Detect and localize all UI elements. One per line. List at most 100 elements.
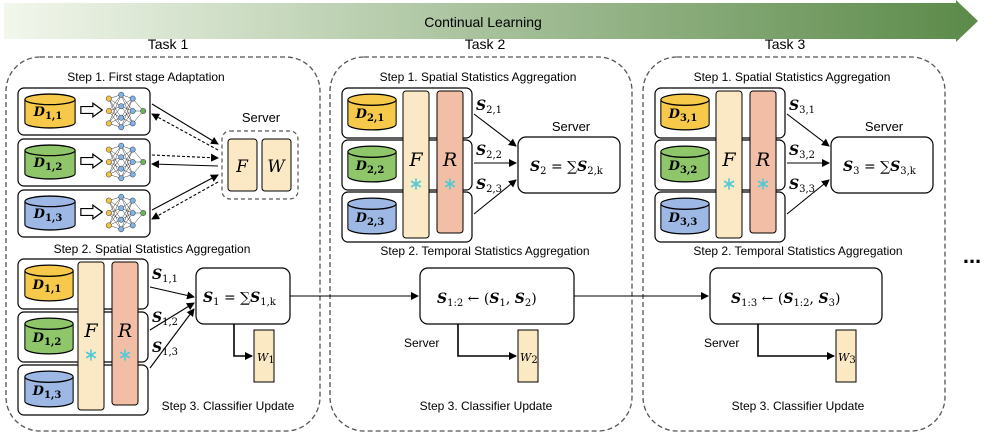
task-3-panel: Task 3 Step 1. Spatial Statistics Aggreg…: [642, 36, 946, 432]
task-2-spatial-box: [517, 136, 621, 194]
svg-text:D3,1: D3,1: [668, 107, 698, 124]
svg-text:D1,3: D1,3: [33, 207, 63, 224]
task-2-clients: D2,1 D2,2 D2,3 F R: [341, 87, 473, 243]
task-1-client-1: D1,1: [17, 87, 151, 136]
task-3-server-label: Server: [865, 119, 904, 134]
task-1-border: [5, 56, 321, 432]
dataset-label: 1,2: [45, 162, 62, 173]
continuation-dots: ...: [963, 243, 981, 268]
task-1-clients-step-2: D1,1 D1,2 D1,3 F R: [17, 258, 149, 416]
svg-text:D2,3: D2,3: [355, 211, 385, 228]
task-3-spatial-box: [830, 136, 934, 194]
stat-label: S1,1: [152, 267, 178, 285]
banner-label: Continual Learning: [424, 14, 542, 30]
extractor-f-label: F: [721, 149, 736, 171]
task-2-step-3: Step 3. Classifier Update: [420, 399, 553, 413]
svg-text:W3: W3: [838, 351, 856, 366]
task-3-clients: D3,1 D3,2 D3,3 F R: [654, 87, 786, 243]
task-3-spatial-formula: S3 = ∑S3,k: [843, 159, 917, 177]
extractor-r-label: R: [755, 149, 770, 171]
task-1-client-3: D1,3: [17, 189, 151, 238]
task-2-border: [329, 56, 633, 432]
extractor-f-label: F: [408, 149, 423, 171]
stat-label: S1,2: [152, 310, 178, 328]
svg-text:D1,2: D1,2: [32, 331, 62, 348]
task-2-classifier: [517, 329, 539, 383]
task-2-panel: Task 2 Step 1. Spatial Statistics Aggreg…: [329, 36, 633, 432]
server-module-w-label: W: [267, 157, 286, 177]
stat-label: S2,3: [476, 177, 502, 195]
task-3-step-2: Step 2. Temporal Statistics Aggregation: [693, 244, 902, 258]
stat-label: S2,2: [476, 143, 502, 161]
task-3-stat-arrows: [786, 113, 830, 215]
task-2-server-label-bottom: Server: [404, 336, 439, 350]
extractor-f: [715, 90, 743, 239]
task-1-step-3: Step 3. Classifier Update: [162, 399, 295, 413]
server-module-f-label: F: [235, 157, 249, 177]
banner-arrow-icon: [4, 0, 978, 42]
extractor-r: [436, 90, 464, 234]
dataset-label: 1,3: [45, 213, 62, 224]
dataset-label: 1,1: [44, 284, 61, 295]
extractor-r-label: R: [117, 320, 132, 342]
extractor-r: [749, 90, 777, 234]
task-3-temporal-formula: S1:3 ← (S1:2, S3): [731, 291, 840, 309]
stat-label: S3,3: [789, 177, 815, 195]
classifier-arrow: [757, 324, 835, 360]
svg-text:D1,1: D1,1: [32, 278, 62, 295]
svg-text:D1,3: D1,3: [32, 384, 62, 401]
task-3-step-1: Step 1. Spatial Statistics Aggregation: [694, 70, 891, 84]
dataset-label: 3,1: [680, 113, 697, 124]
task-2-step-1: Step 1. Spatial Statistics Aggregation: [380, 70, 577, 84]
stat-label: S3,1: [789, 98, 815, 116]
task-1-communication-arrows: [151, 103, 219, 220]
task-3-step-3: Step 3. Classifier Update: [732, 399, 865, 413]
task-1-step-2: Step 2. Spatial Statistics Aggregation: [54, 242, 251, 256]
dataset-label: 2,3: [367, 217, 384, 228]
task-1-client-2: D1,2: [17, 138, 151, 187]
extractor-r: [111, 261, 139, 406]
task-1-step-1: Step 1. First stage Adaptation: [67, 70, 224, 84]
server-module-w: [261, 138, 292, 192]
server-module-f: [227, 138, 258, 192]
extractor-f: [402, 90, 430, 239]
svg-text:W2: W2: [520, 351, 538, 366]
svg-text:D2,1: D2,1: [355, 107, 385, 124]
task-1-classifier: [253, 329, 275, 383]
task-1-formula: S1 = ∑S1,k: [203, 290, 277, 308]
task-1-title: Task 1: [148, 36, 189, 52]
dataset-label: 3,3: [680, 217, 697, 228]
task-3-server-label-bottom: Server: [704, 336, 739, 350]
task-3-classifier: [835, 329, 857, 383]
task-2-title: Task 2: [465, 36, 506, 52]
svg-text:W1: W1: [257, 351, 275, 366]
dataset-label: 1,1: [45, 111, 62, 122]
classifier-arrow: [233, 324, 253, 360]
task-1-server-label: Server: [242, 110, 281, 125]
svg-text:D2,2: D2,2: [355, 159, 385, 176]
task-3-temporal-box: [709, 267, 883, 325]
continual-learning-banner: Continual Learning: [4, 0, 978, 42]
task-1-stat-arrows: [149, 286, 195, 369]
svg-text:D1,1: D1,1: [33, 105, 63, 122]
stat-label: S3,2: [789, 143, 815, 161]
svg-text:D3,3: D3,3: [668, 211, 698, 228]
dataset-label: 3,2: [680, 165, 697, 176]
svg-text:D1,2: D1,2: [33, 156, 63, 173]
dataset-label: 2,2: [367, 165, 384, 176]
extractor-r-label: R: [442, 149, 457, 171]
svg-text:D3,2: D3,2: [668, 159, 698, 176]
dataset-label: 1,3: [44, 390, 61, 401]
stat-label: S1,3: [152, 340, 178, 358]
task-2-step-2: Step 2. Temporal Statistics Aggregation: [380, 244, 589, 258]
task-2-server-label: Server: [552, 119, 591, 134]
task-3-title: Task 3: [765, 36, 806, 52]
extractor-f: [77, 261, 105, 411]
task-2-spatial-formula: S2 = ∑S2,k: [530, 159, 604, 177]
classifier-arrow: [457, 324, 517, 360]
task-2-temporal-formula: S1:2 ← (S1, S2): [437, 291, 537, 309]
task-3-border: [642, 56, 946, 432]
task-1-server-box: [221, 130, 299, 200]
stat-label: S2,1: [476, 98, 502, 116]
